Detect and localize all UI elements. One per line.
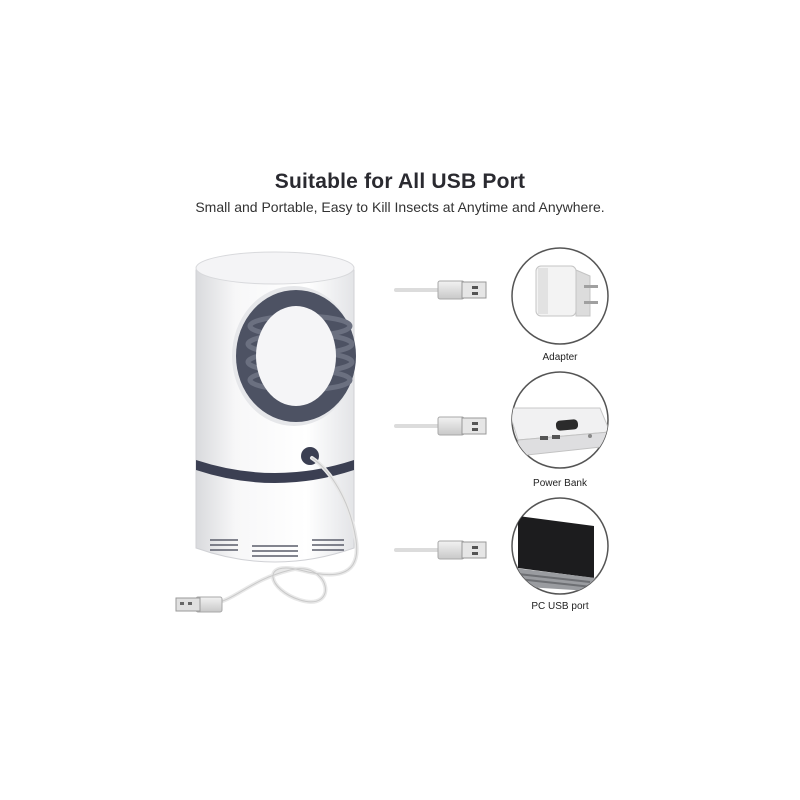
power-bank-icon	[511, 371, 609, 469]
device-label-adapter: Adapter	[542, 352, 578, 363]
usb-connector-3	[394, 540, 487, 560]
usb-plug-icon	[175, 596, 223, 613]
adapter-icon	[511, 247, 609, 345]
device-label-pc-usb-port: PC USB port	[531, 601, 589, 612]
laptop-icon	[511, 497, 609, 595]
usb-connector-1	[394, 280, 487, 300]
page-subtitle: Small and Portable, Easy to Kill Insects…	[195, 199, 605, 215]
mosquito-lamp	[195, 251, 356, 563]
usb-connector-2	[394, 416, 487, 436]
vent-grille	[210, 539, 344, 557]
device-label-power-bank: Power Bank	[533, 478, 587, 489]
page-title: Suitable for All USB Port	[274, 170, 526, 193]
